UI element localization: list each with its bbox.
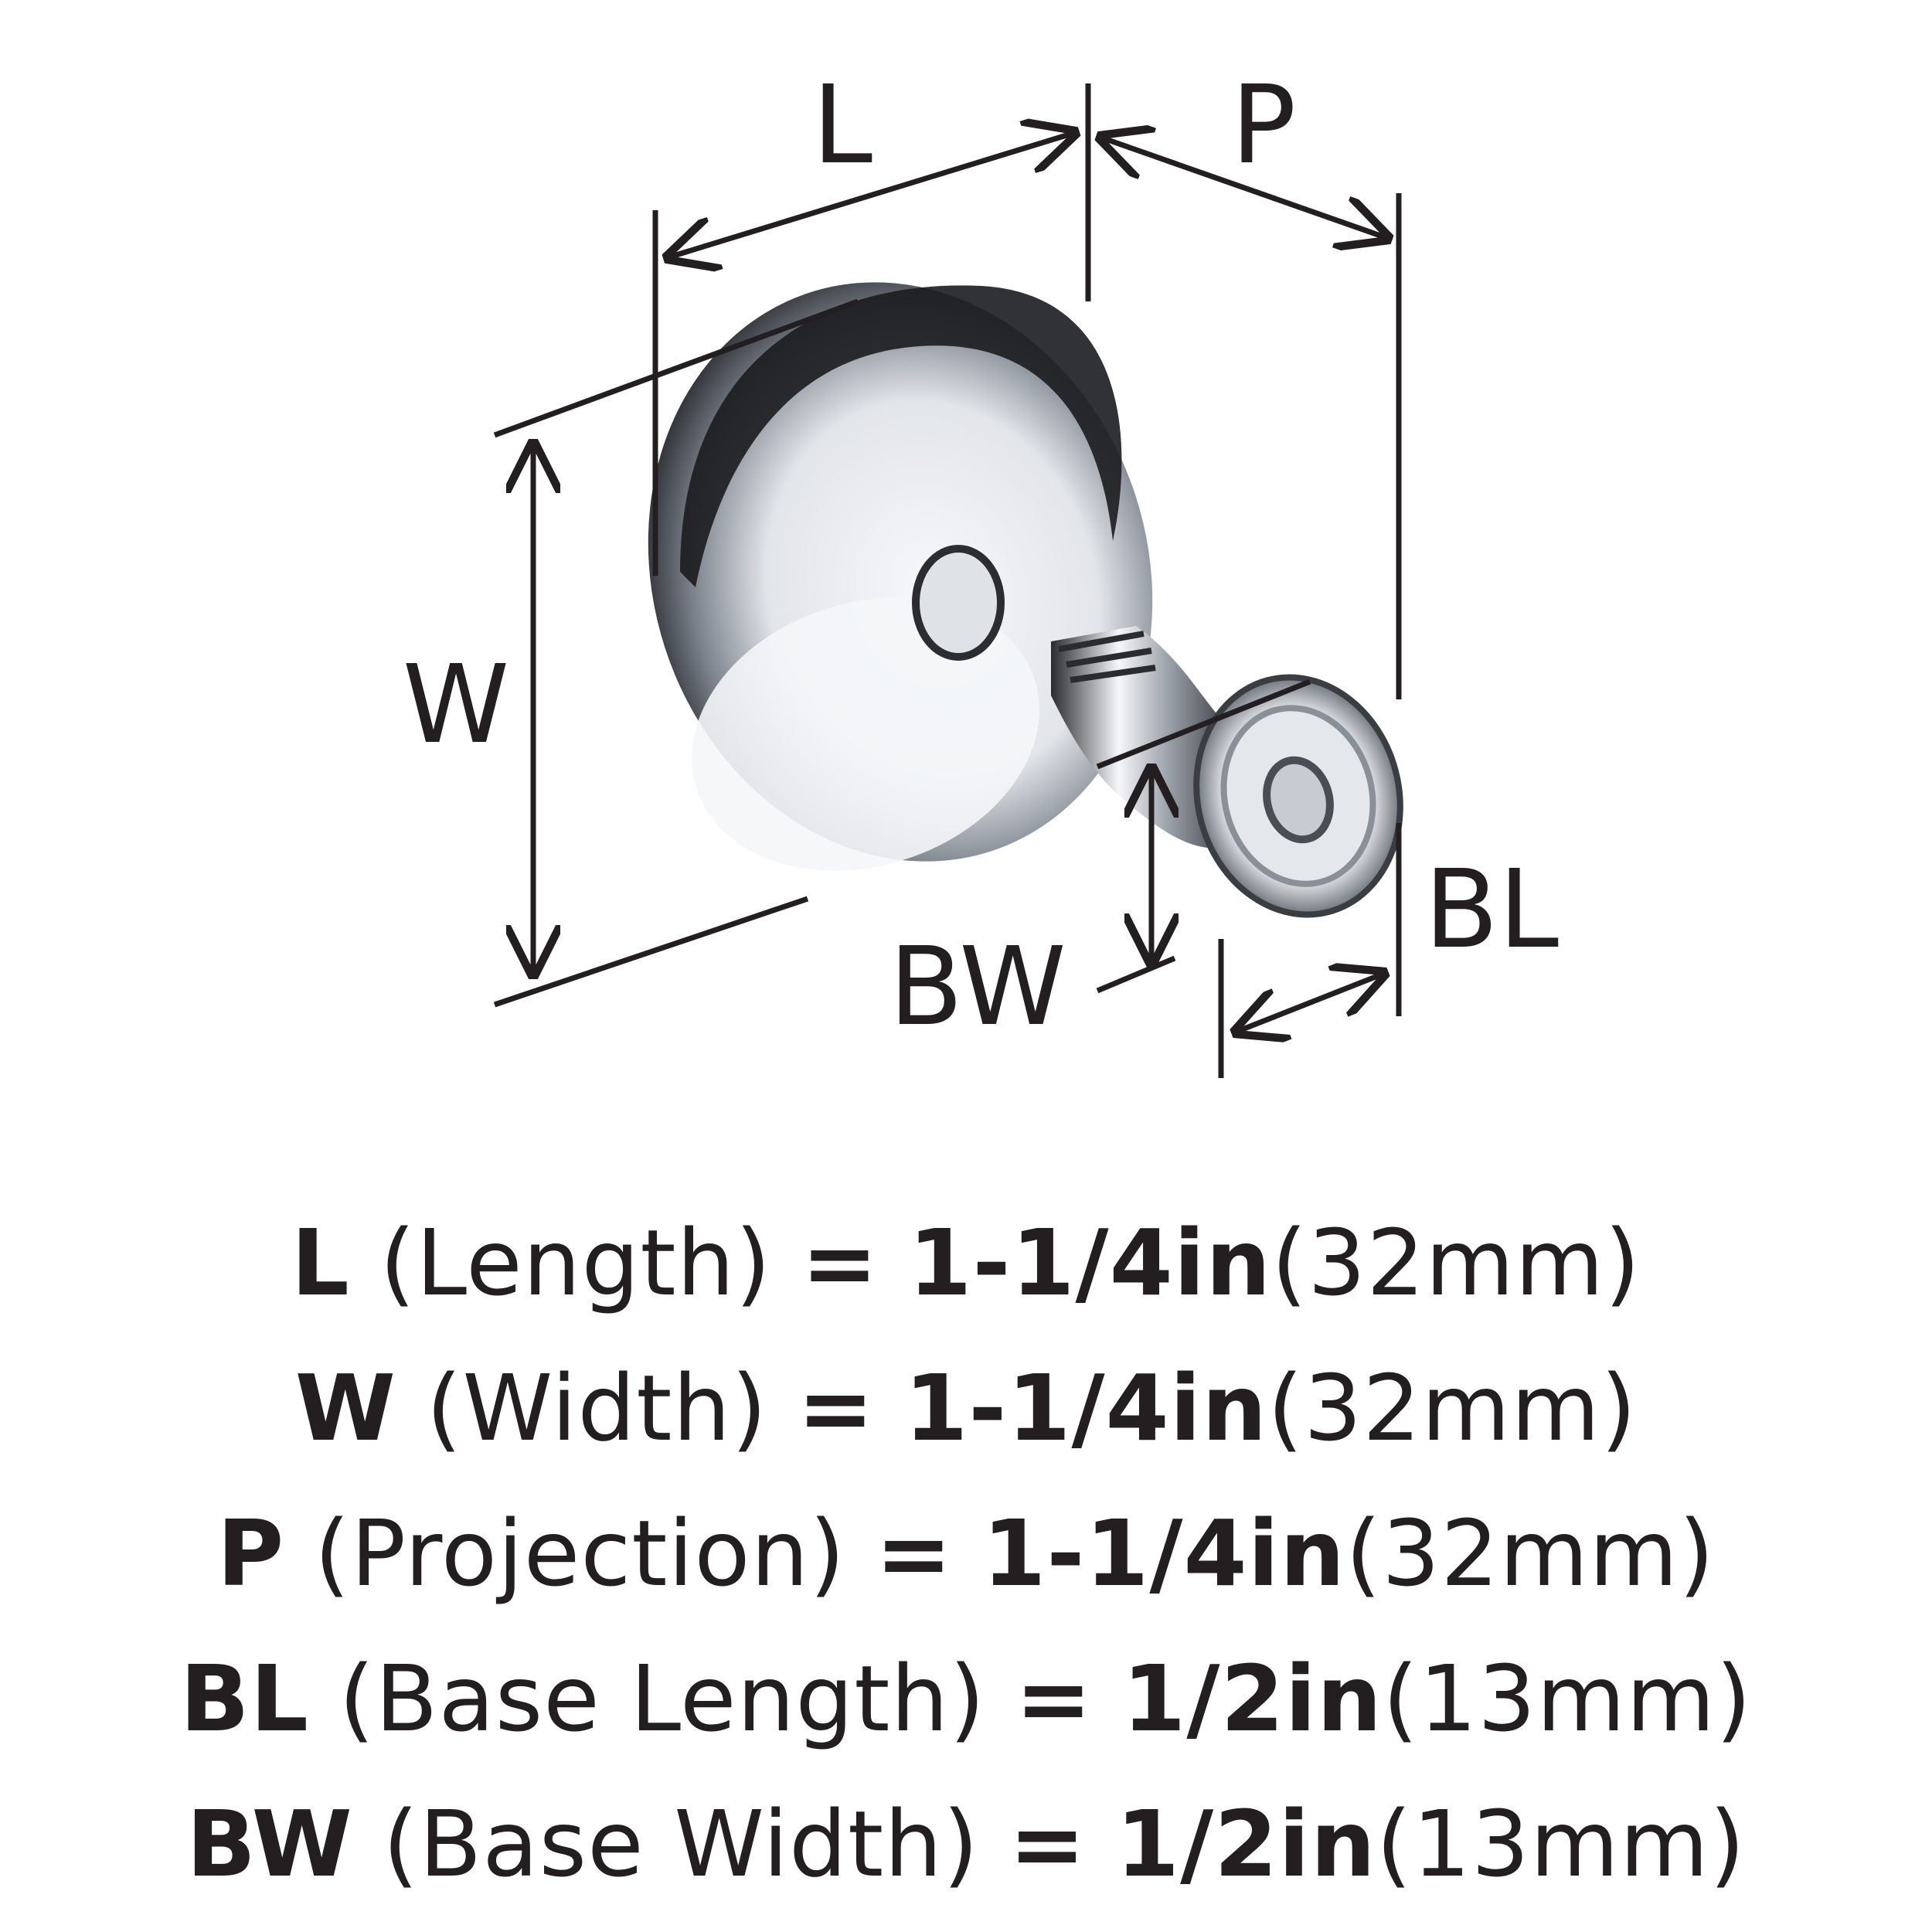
spec-name: (Length) <box>379 1209 772 1316</box>
spec-name: (Width) <box>426 1355 768 1461</box>
spec-code: P <box>216 1500 285 1607</box>
spec-name: (Projection) <box>314 1500 846 1607</box>
spec-row-base-length: BL (Base Length) = 1/2in(13mm) <box>0 1626 1932 1771</box>
spec-equals: = <box>801 1209 879 1316</box>
knob-reflection <box>912 545 1005 661</box>
spec-value: 1/2in <box>1115 1791 1376 1897</box>
label-P: P <box>1231 63 1296 189</box>
spec-code: BL <box>179 1645 309 1752</box>
spec-metric: (13mm) <box>1383 1645 1753 1752</box>
spec-equals: = <box>1015 1645 1093 1752</box>
label-BL: BL <box>1424 847 1559 973</box>
spec-row-projection: P (Projection) = 1-1/4in(32mm) <box>0 1481 1932 1626</box>
spec-code: BW <box>186 1791 353 1897</box>
dimension-lines <box>493 83 1402 1078</box>
knob-head-highlight <box>692 597 1039 871</box>
spec-code: L <box>291 1209 350 1316</box>
spec-metric: (32mm) <box>1345 1500 1716 1607</box>
label-W: W <box>403 642 509 768</box>
spec-value: 1-1/4in <box>908 1209 1272 1316</box>
spec-metric: (13mm) <box>1376 1791 1746 1897</box>
dim-line-BL <box>1236 974 1383 1032</box>
spec-value: 1-1/4in <box>982 1500 1346 1607</box>
knob-head-shadow <box>680 285 1122 587</box>
spec-row-width: W (Width) = 1-1/4in(32mm) <box>0 1335 1932 1481</box>
spec-row-base-width: BW (Base Width) = 1/2in(13mm) <box>0 1771 1932 1917</box>
spec-row-length: L (Length) = 1-1/4in(32mm) <box>0 1190 1932 1335</box>
spec-value: 1-1/4in <box>904 1355 1268 1461</box>
dim-line-P <box>1101 138 1387 238</box>
spec-code: W <box>294 1355 396 1461</box>
spec-equals: = <box>1009 1791 1087 1897</box>
cabinet-knob-illustration <box>648 282 1403 918</box>
spec-metric: (32mm) <box>1271 1209 1641 1316</box>
spec-name: (Base Length) <box>338 1645 986 1752</box>
label-BW: BW <box>889 924 1066 1050</box>
spec-name: (Base Width) <box>383 1791 980 1897</box>
dimension-spec-list: L (Length) = 1-1/4in(32mm) W (Width) = 1… <box>0 1190 1932 1917</box>
spec-equals: = <box>797 1355 875 1461</box>
spec-value: 1/2in <box>1122 1645 1383 1752</box>
knob-stem-rings <box>1058 631 1156 683</box>
label-L: L <box>812 63 872 189</box>
knob-dimension-diagram: L P W BW BL <box>403 63 1559 1078</box>
dim-line-L <box>668 133 1074 257</box>
spec-metric: (32mm) <box>1267 1355 1638 1461</box>
knob-threaded-hole <box>1263 756 1334 844</box>
spec-equals: = <box>875 1500 953 1607</box>
